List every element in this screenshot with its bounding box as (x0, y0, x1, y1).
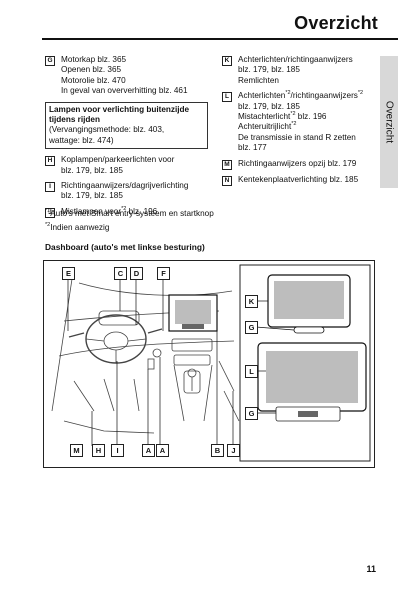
callout-label: I (111, 444, 124, 457)
callout-label: A (156, 444, 169, 457)
list-item: G Motorkap blz. 365 Openen blz. 365 Moto… (45, 55, 215, 97)
item-line: In geval van oververhitting blz. 461 (61, 86, 188, 96)
dashboard-heading: Dashboard (auto's met linkse besturing) (45, 242, 205, 252)
left-column: G Motorkap blz. 365 Openen blz. 365 Moto… (45, 55, 215, 223)
list-item: L Achterlichten*2/richtingaanwijzers*2 b… (222, 90, 382, 153)
callout-label: A (142, 444, 155, 457)
callout-label: L (245, 365, 258, 378)
footnotes: *1Auto's met Smart entry-systeem en star… (45, 208, 214, 233)
callout-label: J (227, 444, 240, 457)
item-line: Motorkap blz. 365 (61, 55, 127, 64)
header-rule (42, 38, 398, 40)
list-item: M Richtingaanwijzers opzij blz. 179 (222, 159, 382, 170)
footnote: *1Auto's met Smart entry-systeem en star… (45, 208, 214, 218)
item-line: blz. 179, blz. 185 (61, 165, 123, 175)
callout-label: C (114, 267, 127, 280)
list-item: J Mistlampen voor*2 blz. 196 (45, 205, 215, 218)
item-line: blz. 179, blz. 185 (238, 65, 300, 75)
item-line: Achteruitrijlicht*2 (238, 121, 297, 132)
dashboard-diagram: E C D F M H I A A B J K G L G (43, 260, 375, 468)
list-item: I Richtingaanwijzers/dagrijverlichting b… (45, 181, 215, 202)
key-badge: H (45, 156, 55, 167)
item-line: Achterlichten*2/richtingaanwijzers*2 (238, 90, 364, 101)
item-line: Mistlampen voor*2 blz. 196 (61, 205, 158, 216)
key-badge: G (45, 56, 55, 66)
note-heading: tijdens rijden (49, 115, 100, 125)
item-line: Remlichten (238, 75, 279, 85)
item-line: Achterlichten/richtingaanwijzers (238, 55, 353, 64)
callout-label: G (245, 407, 258, 420)
item-line: blz. 177 (238, 143, 267, 153)
key-badge: L (222, 92, 232, 103)
key-badge: M (222, 159, 232, 170)
callout-label: G (245, 321, 258, 334)
dashboard-illustration (51, 264, 371, 462)
callout-label: K (245, 295, 258, 308)
list-item: H Koplampen/parkeerlichten voor blz. 179… (45, 155, 215, 176)
page-number: 11 (366, 564, 376, 574)
note-heading: Lampen voor verlichting buitenzijde (49, 104, 190, 114)
key-badge: N (222, 175, 232, 186)
note-line: wattage: blz. 474) (49, 135, 114, 145)
callout-label: B (211, 444, 224, 457)
list-item: K Achterlichten/richtingaanwijzers blz. … (222, 55, 382, 86)
item-line: blz. 179, blz. 185 (238, 101, 300, 111)
key-badge: J (45, 207, 55, 218)
section-tab-label: Overzicht (383, 100, 395, 144)
callout-label: F (157, 267, 170, 280)
page-title: Overzicht (294, 13, 378, 33)
item-line: Mistachterlicht*2 blz. 196 (238, 111, 327, 122)
note-box: Lampen voor verlichting buitenzijde tijd… (45, 101, 208, 150)
item-line: Openen blz. 365 (61, 65, 122, 75)
note-line: (Vervangingsmethode: blz. 403, (49, 125, 165, 135)
right-column: K Achterlichten/richtingaanwijzers blz. … (222, 55, 382, 191)
key-badge: I (45, 182, 55, 193)
item-line: De transmissie in stand R zetten (238, 132, 356, 142)
item-line: Motorolie blz. 470 (61, 75, 126, 85)
callout-label: E (62, 267, 75, 280)
section-tab[interactable]: Overzicht (380, 56, 398, 188)
item-line: Richtingaanwijzers/dagrijverlichting (61, 181, 189, 191)
item-line: Kentekenplaatverlichting blz. 185 (238, 174, 359, 184)
item-line: Koplampen/parkeerlichten voor (61, 155, 175, 165)
callout-label: H (92, 444, 105, 457)
key-badge: K (222, 56, 232, 66)
callout-label: M (70, 444, 83, 457)
footnote: *2Indien aanwezig (45, 222, 110, 232)
item-line: Richtingaanwijzers opzij blz. 179 (238, 158, 357, 168)
item-line: blz. 179, blz. 185 (61, 191, 123, 201)
callout-label: D (130, 267, 143, 280)
list-item: N Kentekenplaatverlichting blz. 185 (222, 175, 382, 186)
